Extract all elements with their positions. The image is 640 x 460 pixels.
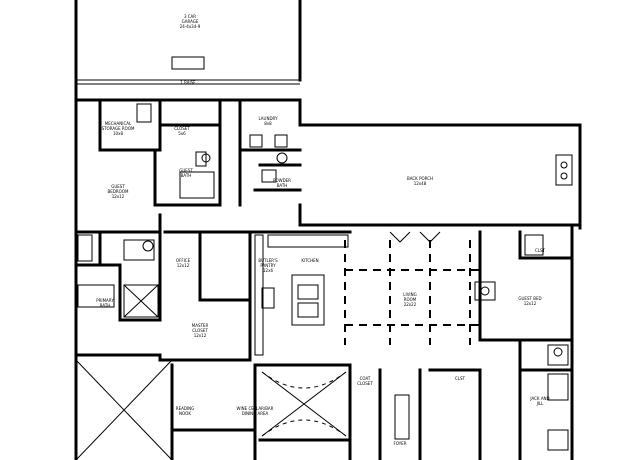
label-garage-note: 1 RAISE xyxy=(180,80,196,85)
exterior-walls xyxy=(74,78,582,460)
label-clst-mid: CLST xyxy=(455,376,466,381)
label-foyer: FOYER xyxy=(394,441,407,446)
label-kitchen: KITCHEN xyxy=(301,258,318,263)
label-clst-right: CLST xyxy=(535,248,546,253)
